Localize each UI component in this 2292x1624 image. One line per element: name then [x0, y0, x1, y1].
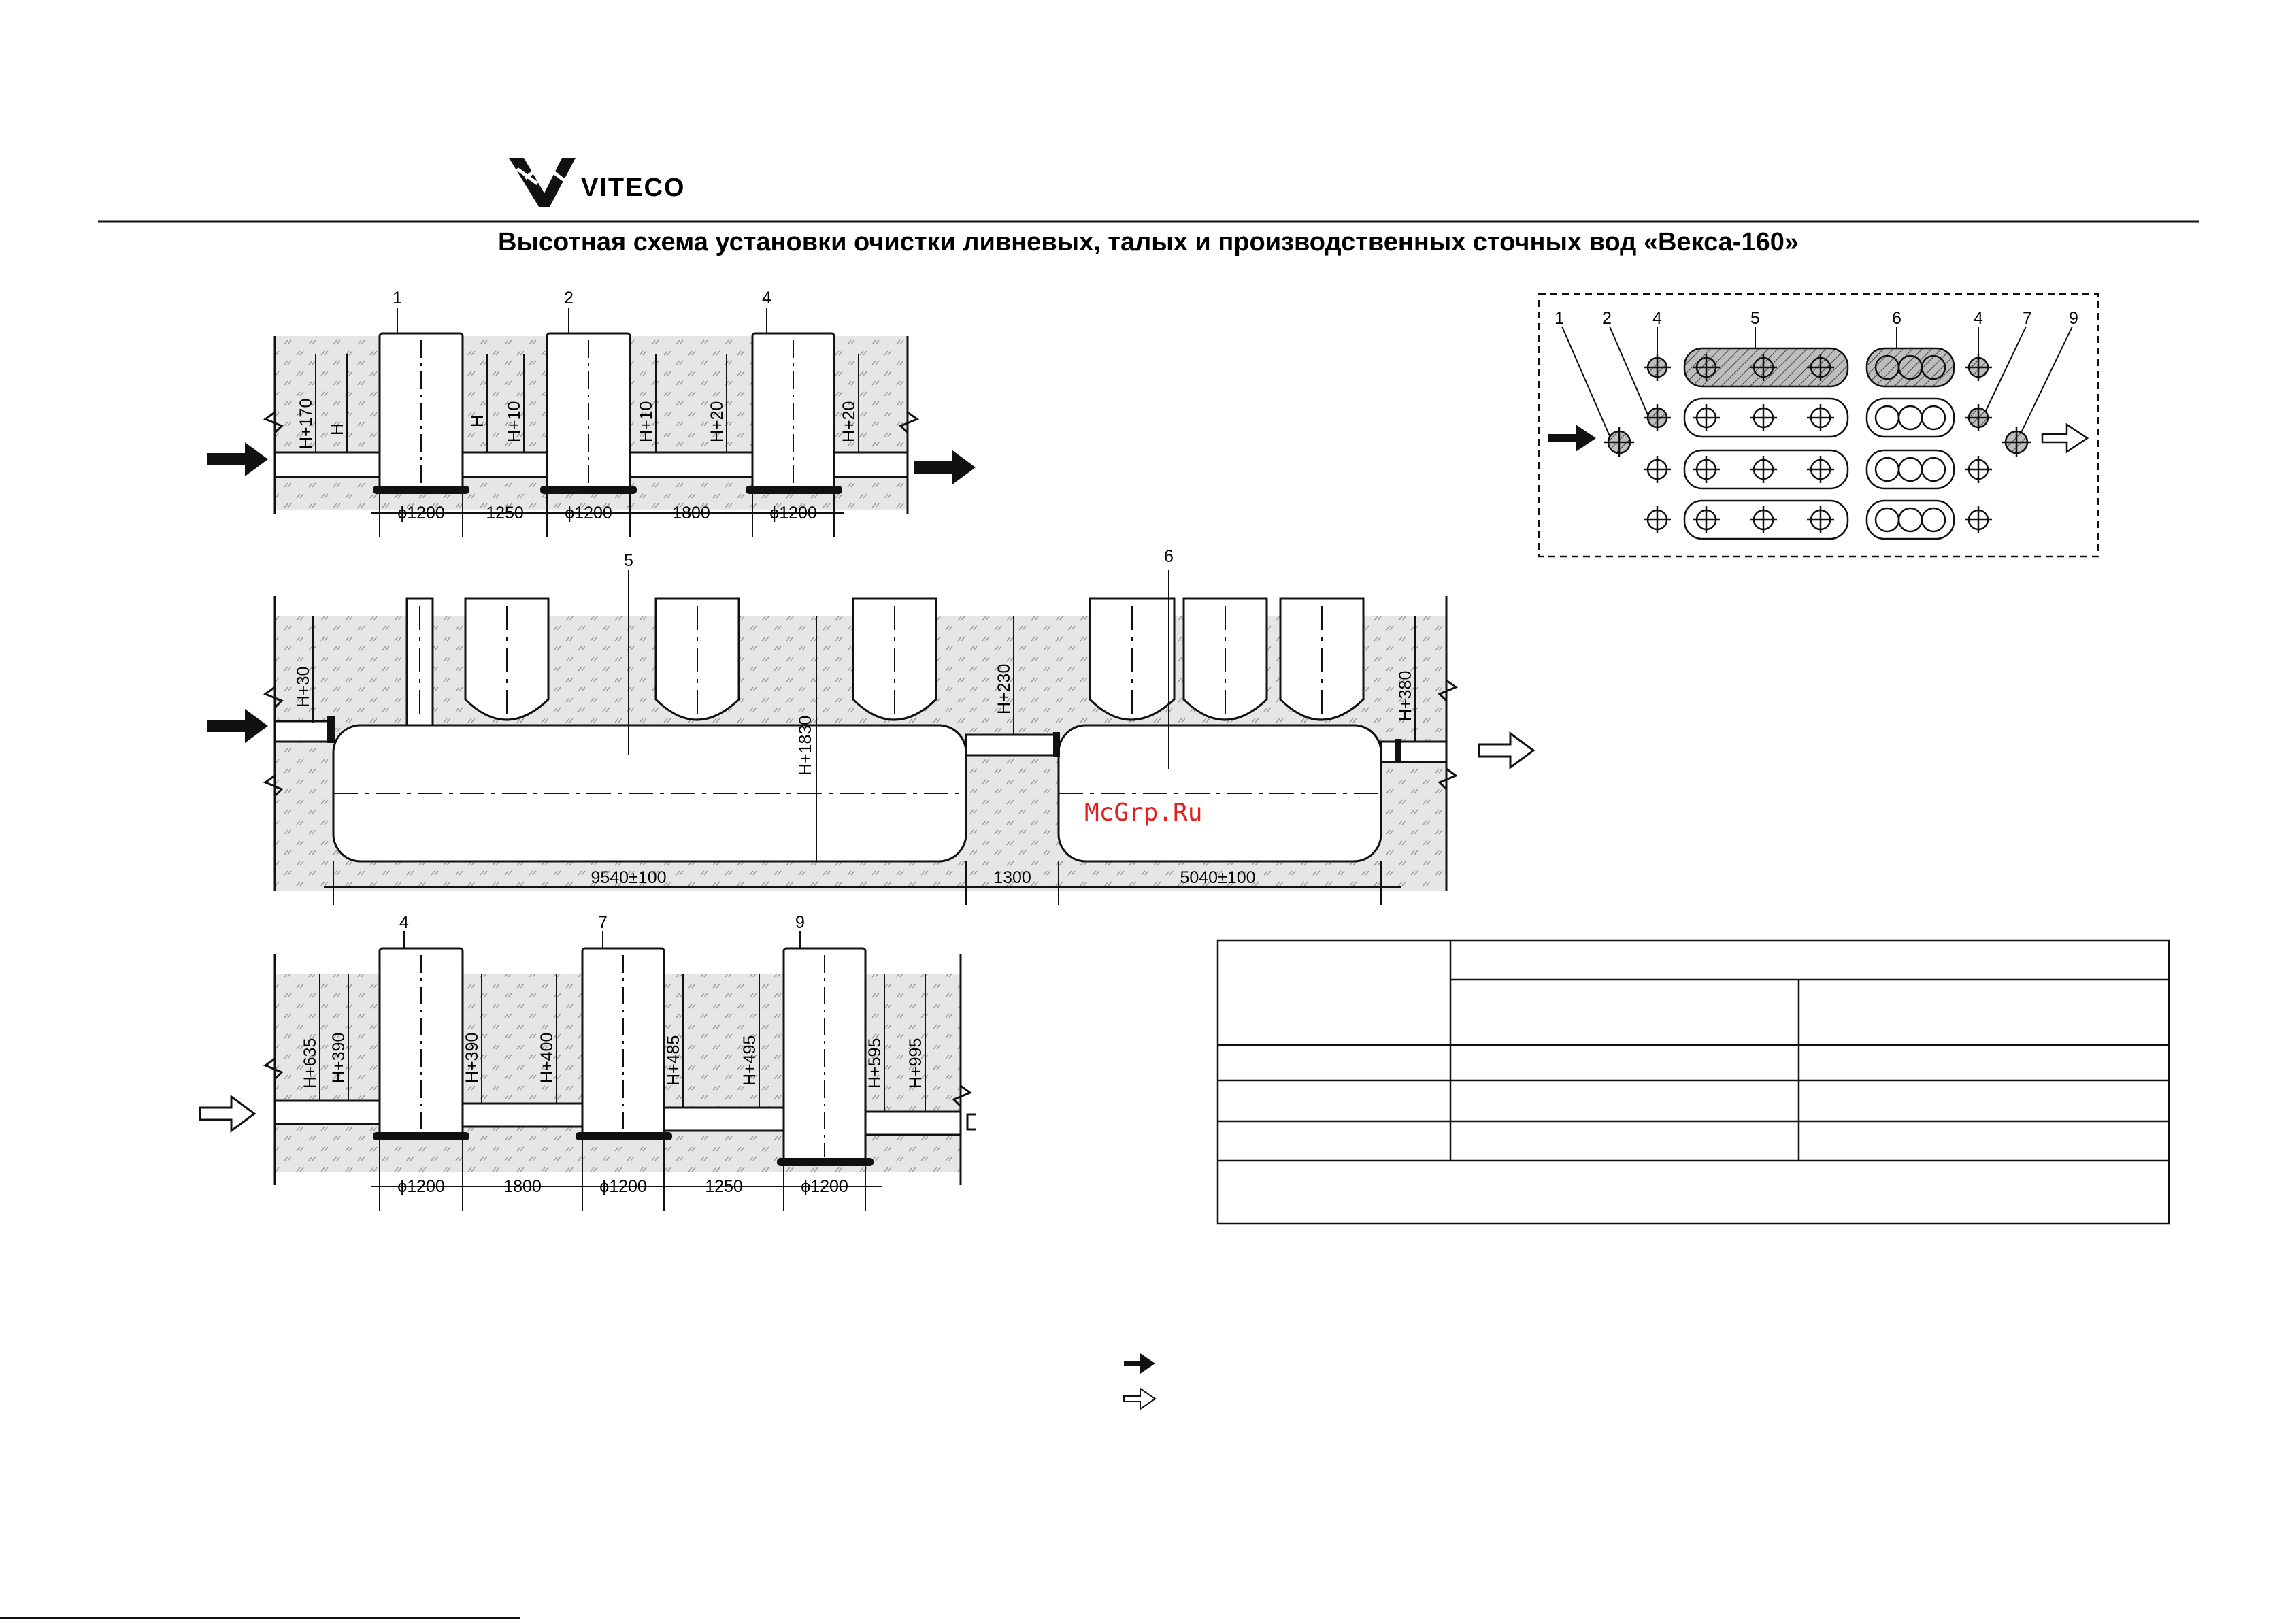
dimension-label: ϕ1200: [801, 1177, 848, 1196]
plan-frame: [1538, 293, 2099, 558]
inflow-arrow-icon: [199, 1095, 256, 1133]
spec-table: [1216, 939, 2170, 1225]
level-label: H+230: [995, 664, 1014, 714]
inflow-arrow-icon: [1548, 425, 1596, 452]
manhole-symbol: [1921, 507, 1946, 533]
outflow-arrow-icon: [1478, 731, 1535, 769]
level-label: H+400: [537, 1033, 557, 1083]
dimension-label: 1800: [503, 1177, 542, 1196]
manhole-symbol: [1921, 457, 1946, 482]
well-number: 4: [762, 288, 771, 308]
level-label: H+485: [664, 1035, 683, 1086]
dimension-label: 9540±100: [591, 868, 666, 887]
well-number: 7: [598, 913, 608, 932]
level-label: H: [468, 415, 487, 427]
section-3-wells-4-7-9: 4 7 9 H+635 H+390 H+390 H+400 H+485 H+49…: [199, 913, 976, 1211]
logo-text: VITECO: [581, 173, 685, 202]
tank-number: 6: [1164, 547, 1174, 566]
plan-number: 4: [1974, 309, 1983, 328]
dimension-label: ϕ1200: [397, 1177, 445, 1196]
level-label: H+1830: [796, 716, 815, 776]
level-label: H+20: [708, 401, 727, 442]
dimension-label: ϕ1200: [565, 503, 612, 523]
level-label: H+380: [1396, 671, 1415, 721]
well-number: 9: [795, 913, 805, 932]
level-label: H+170: [297, 399, 316, 449]
dimension-label: 1800: [672, 503, 710, 523]
plan-number: 9: [2069, 309, 2078, 328]
legend: [1123, 1353, 1157, 1410]
plan-number: 5: [1750, 309, 1760, 328]
level-label: H+995: [906, 1038, 925, 1089]
plan-number: 7: [2023, 309, 2032, 328]
level-label: H+635: [301, 1038, 320, 1089]
level-label: H: [328, 423, 347, 435]
well-number: 4: [399, 913, 409, 932]
dimension-label: 1250: [705, 1177, 743, 1196]
plan-number: 4: [1652, 309, 1662, 328]
tank-symbol-6: [1865, 347, 1955, 388]
plan-number: 6: [1892, 309, 1901, 328]
outflow-arrow-icon: [2041, 422, 2089, 454]
plan-number: 1: [1555, 309, 1564, 328]
plan-view: 1 2 4 5 6 4 7 9: [1538, 293, 2099, 558]
level-label: H+495: [740, 1035, 759, 1086]
section-1-wells-1-2-4: 1 2 4 H+170 H H H+10 H+10 H+20 H+20: [207, 288, 976, 537]
inflow-arrow-icon: [207, 442, 268, 476]
page-title: Высотная схема установки очистки ливневы…: [498, 228, 1799, 256]
dimension-label: ϕ1200: [599, 1177, 647, 1196]
level-label: H+390: [329, 1033, 348, 1083]
level-label: H+595: [865, 1038, 884, 1089]
dimension-label: 5040±100: [1180, 868, 1255, 887]
dimension-label: 1250: [486, 503, 524, 523]
dimension-label: ϕ1200: [769, 503, 817, 523]
level-label: H+390: [463, 1033, 482, 1083]
watermark: McGrp.Ru: [1084, 799, 1202, 827]
manhole-symbol: [1921, 354, 1946, 380]
clean-water-arrow-icon: [1123, 1387, 1157, 1410]
header: VITECO Высотная схема установки очистки …: [98, 158, 2199, 256]
level-label: H+10: [637, 401, 656, 442]
tank-symbol-6: [1865, 397, 1955, 438]
well-number: 1: [393, 288, 402, 308]
section-2-main-tanks: 5 6 H+30 H+1830 H+230 H+380 9540±100 130…: [207, 547, 1535, 905]
dimension-label: ϕ1200: [397, 503, 445, 523]
plan-number: 2: [1602, 309, 1612, 328]
dirty-water-arrow-icon: [1124, 1353, 1155, 1374]
level-label: H+10: [505, 401, 524, 442]
manhole-symbol: [1921, 405, 1946, 431]
dimension-label: 1300: [993, 868, 1031, 887]
level-label: H+30: [294, 667, 313, 708]
well-number: 2: [564, 288, 574, 308]
outflow-arrow-icon: [914, 450, 976, 484]
viteco-logo: VITECO: [509, 158, 685, 207]
tank-symbol-6: [1865, 449, 1955, 490]
inflow-arrow-icon: [207, 709, 268, 743]
level-label: H+20: [840, 401, 859, 442]
pipe-end-icon: [966, 1113, 976, 1131]
tank-number: 5: [624, 551, 633, 570]
tank-symbol-6: [1865, 499, 1955, 540]
